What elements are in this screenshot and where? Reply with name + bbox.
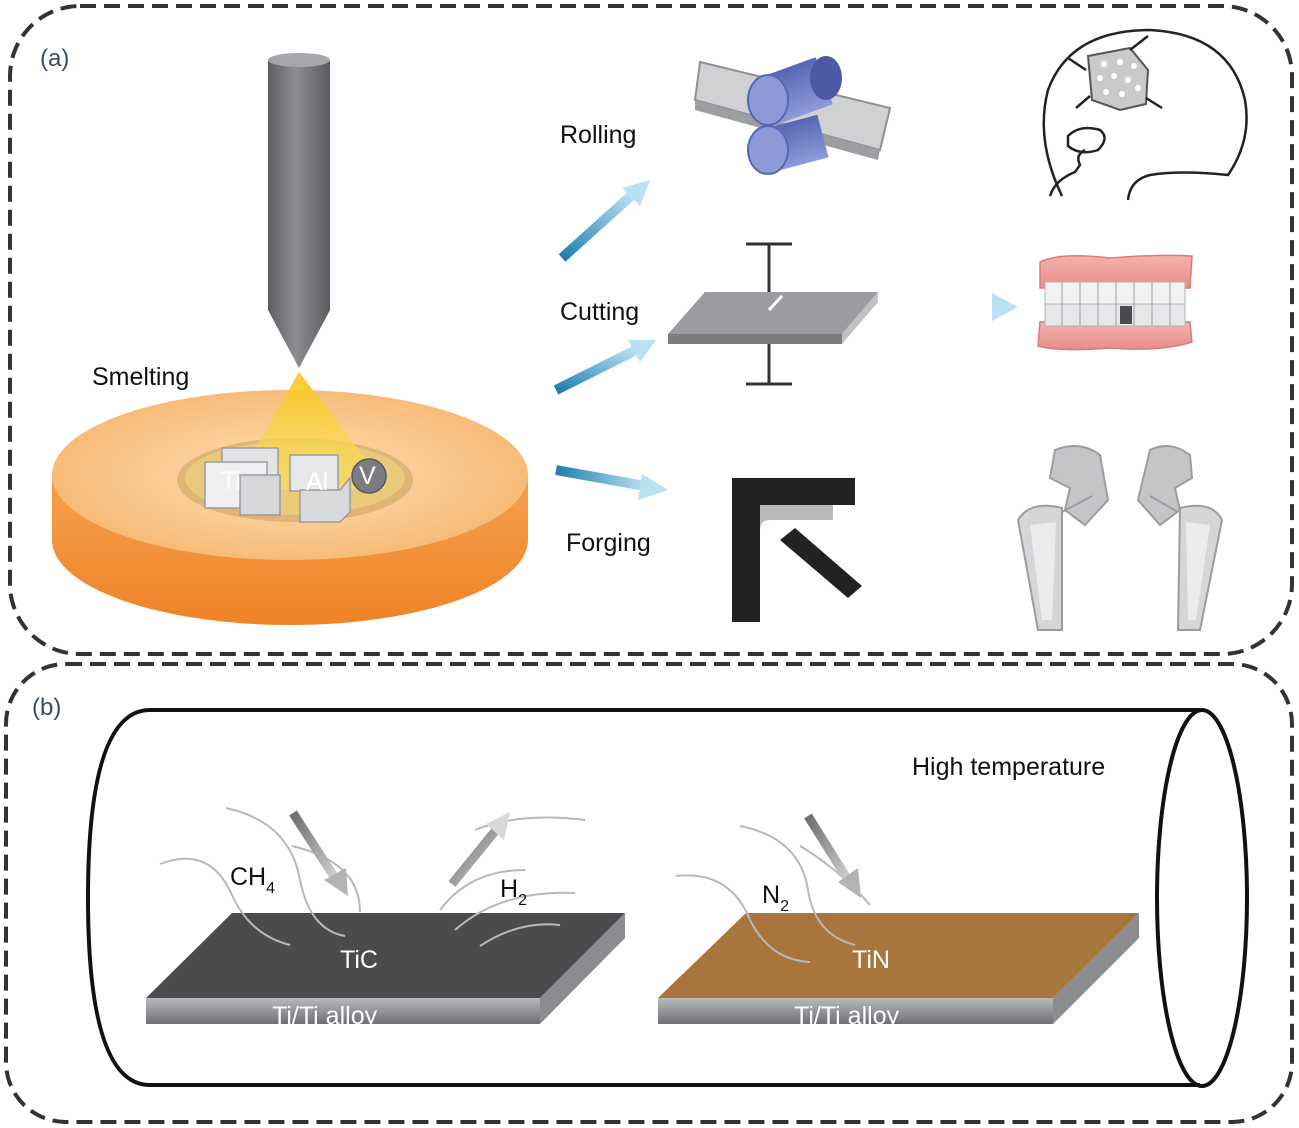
- element-ti: Ti: [221, 467, 241, 495]
- tic-substrate-label: Ti/Ti alloy: [272, 1002, 378, 1030]
- lower-roller: [747, 114, 829, 175]
- hip-implant-right: [1136, 445, 1224, 631]
- h2-label: H2: [500, 875, 527, 909]
- electrode: [268, 53, 330, 368]
- ti-block: [204, 447, 281, 516]
- upper-roller: [747, 56, 842, 126]
- panel-a-frame: [8, 4, 1294, 656]
- element-v: V: [359, 462, 376, 490]
- panel-a-label: (a): [40, 45, 69, 72]
- ch4-label: CH4: [230, 863, 275, 897]
- al-block: [289, 454, 351, 523]
- arrow-to-dental: [907, 293, 1018, 321]
- arrow-to-rolling: [558, 180, 650, 262]
- tin-gas-flow-lines: [675, 825, 871, 963]
- arrow-to-cutting: [553, 340, 656, 395]
- high-temperature-label: High temperature: [912, 753, 1105, 781]
- dental-illustration: [1037, 254, 1193, 351]
- tic-label: TiC: [340, 946, 378, 974]
- panel-b-label: (b): [32, 694, 61, 721]
- tic-gas-flow-lines: [159, 807, 586, 947]
- hip-implant-illustration: [1016, 445, 1224, 631]
- tin-label: TiN: [852, 946, 890, 974]
- gas-in-arrow-right: [804, 813, 861, 898]
- furnace-tube: [85, 708, 1249, 1088]
- rolling-illustration: [693, 56, 892, 175]
- arrow-to-forging: [555, 465, 668, 500]
- rolling-label: Rolling: [560, 121, 636, 149]
- gas-out-arrow-left: [448, 812, 510, 887]
- element-al: Al: [306, 468, 328, 496]
- smelting-label: Smelting: [92, 363, 189, 391]
- cutting-label: Cutting: [560, 298, 639, 326]
- panel-b-frame: [4, 662, 1294, 1124]
- forging-label: Forging: [566, 529, 651, 557]
- n2-label: N2: [762, 881, 789, 915]
- tic-plate: [146, 913, 625, 1024]
- skull-implant-illustration: [1042, 28, 1248, 201]
- hip-implant-left: [1016, 445, 1110, 631]
- cutting-illustration: [668, 242, 878, 386]
- v-sphere: [351, 458, 387, 494]
- tin-plate: [658, 913, 1139, 1024]
- gas-in-arrow-left: [289, 810, 348, 896]
- tin-substrate-label: Ti/Ti alloy: [794, 1002, 900, 1030]
- forging-illustration: [732, 478, 862, 622]
- metal-pieces: [204, 447, 387, 523]
